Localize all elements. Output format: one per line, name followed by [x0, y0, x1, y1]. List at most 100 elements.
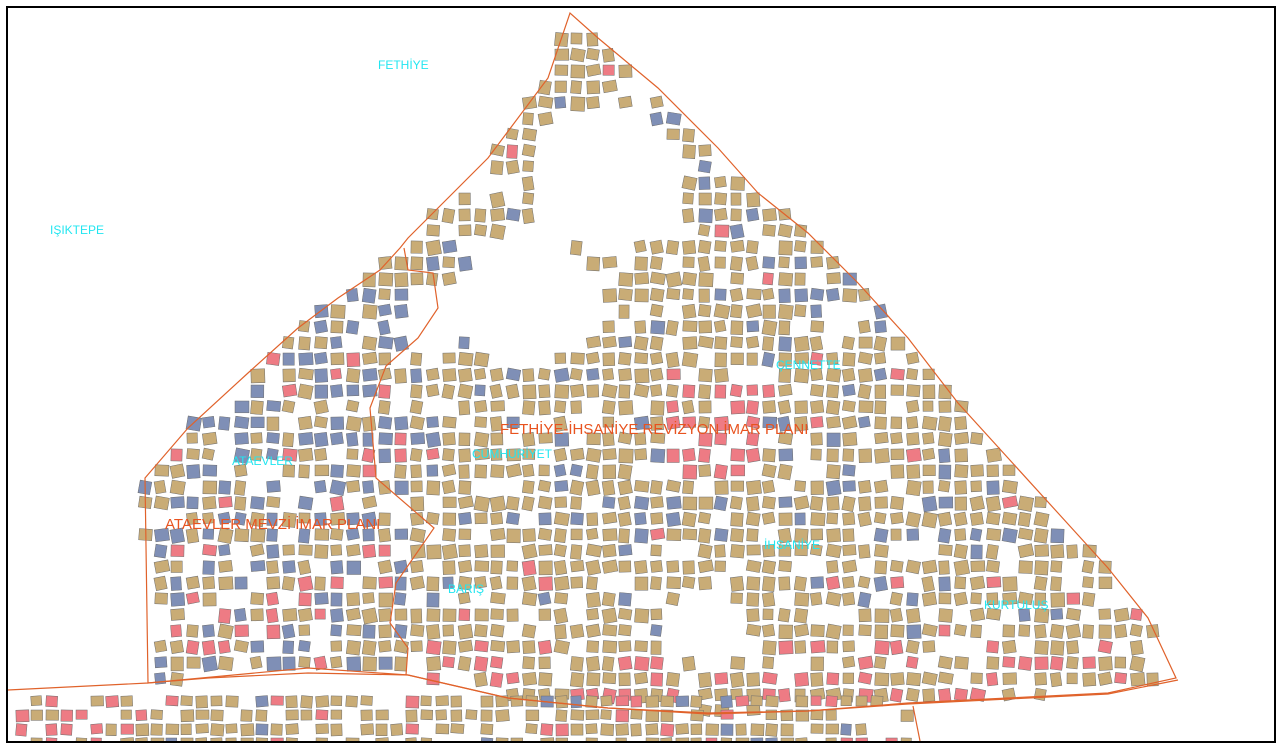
parcel	[410, 496, 425, 512]
parcel	[698, 272, 714, 288]
parcel	[1098, 560, 1112, 574]
parcel	[346, 288, 359, 303]
parcel	[954, 576, 967, 590]
parcel	[297, 607, 313, 623]
parcel	[1002, 464, 1016, 476]
parcel	[697, 159, 712, 174]
parcel	[554, 80, 567, 93]
parcel	[170, 592, 186, 607]
parcel	[1066, 544, 1078, 559]
parcel	[938, 576, 951, 592]
parcel	[746, 704, 761, 716]
parcel	[537, 111, 554, 127]
parcel	[1050, 560, 1063, 573]
parcel	[842, 480, 856, 492]
parcel	[570, 64, 586, 79]
parcel	[377, 303, 392, 317]
parcel	[521, 127, 538, 142]
parcel	[810, 723, 824, 734]
parcel	[441, 207, 456, 224]
parcel	[809, 335, 824, 352]
parcel	[1066, 672, 1078, 685]
parcel	[361, 495, 378, 510]
parcel	[186, 496, 199, 510]
parcel	[210, 709, 224, 722]
parcel	[969, 527, 983, 542]
parcel	[234, 496, 247, 511]
parcel	[570, 544, 583, 560]
parcel	[298, 447, 314, 462]
zoning-map[interactable]: FETHİYE IŞIKTEPE ATAEVLER CUMHURİYET ÇEN…	[8, 8, 1274, 741]
parcel	[777, 607, 791, 623]
parcel	[186, 448, 200, 460]
parcel	[442, 432, 456, 446]
parcel	[666, 496, 682, 510]
parcel	[266, 432, 280, 444]
parcel	[313, 319, 329, 334]
parcel	[874, 400, 887, 415]
parcel	[489, 495, 506, 513]
parcel	[750, 723, 765, 736]
parcel	[154, 656, 168, 669]
parcel	[778, 383, 793, 397]
parcel	[458, 464, 470, 479]
parcel	[361, 447, 376, 463]
parcel	[842, 576, 855, 589]
parcel	[282, 336, 295, 350]
parcel	[713, 207, 728, 222]
parcel	[697, 239, 712, 255]
parcel	[15, 709, 30, 723]
parcel	[185, 527, 200, 544]
parcel	[170, 496, 185, 509]
parcel	[1018, 624, 1031, 637]
parcel	[778, 560, 792, 573]
parcel	[905, 607, 921, 624]
parcel	[615, 709, 629, 723]
parcel	[1082, 672, 1097, 687]
parcel	[986, 464, 999, 478]
parcel	[457, 367, 473, 383]
parcel	[233, 511, 247, 526]
parcel	[762, 576, 776, 592]
parcel	[665, 591, 680, 607]
parcel	[170, 576, 182, 591]
parcel	[601, 48, 615, 63]
parcel	[521, 495, 535, 512]
parcel	[601, 399, 616, 415]
parcel	[697, 223, 711, 237]
parcel	[601, 607, 618, 624]
parcel	[250, 640, 265, 653]
parcel	[426, 608, 441, 622]
parcel	[618, 64, 633, 78]
parcel	[1065, 607, 1082, 621]
parcel	[618, 304, 630, 319]
parcel	[362, 528, 375, 542]
parcel	[298, 640, 311, 653]
parcel	[458, 480, 472, 495]
parcel	[425, 367, 440, 381]
parcel	[282, 544, 295, 556]
parcel	[537, 367, 551, 381]
parcel	[810, 448, 822, 461]
parcel	[1066, 640, 1080, 655]
parcel	[45, 695, 58, 708]
parcel	[281, 623, 296, 640]
parcel	[538, 544, 553, 556]
parcel	[426, 464, 439, 477]
parcel	[362, 367, 378, 382]
parcel	[825, 543, 842, 559]
map-frame[interactable]: FETHİYE IŞIKTEPE ATAEVLER CUMHURİYET ÇEN…	[6, 6, 1276, 743]
parcel	[153, 559, 171, 574]
parcel	[665, 111, 682, 126]
parcel	[1130, 608, 1143, 621]
parcel	[435, 723, 450, 735]
parcel	[521, 559, 537, 577]
parcel	[474, 608, 489, 622]
parcel	[426, 576, 440, 592]
parcel	[234, 528, 250, 543]
parcel	[569, 47, 586, 63]
parcel	[346, 592, 361, 607]
parcel	[510, 695, 524, 707]
parcel	[489, 223, 506, 240]
parcel	[649, 367, 664, 382]
